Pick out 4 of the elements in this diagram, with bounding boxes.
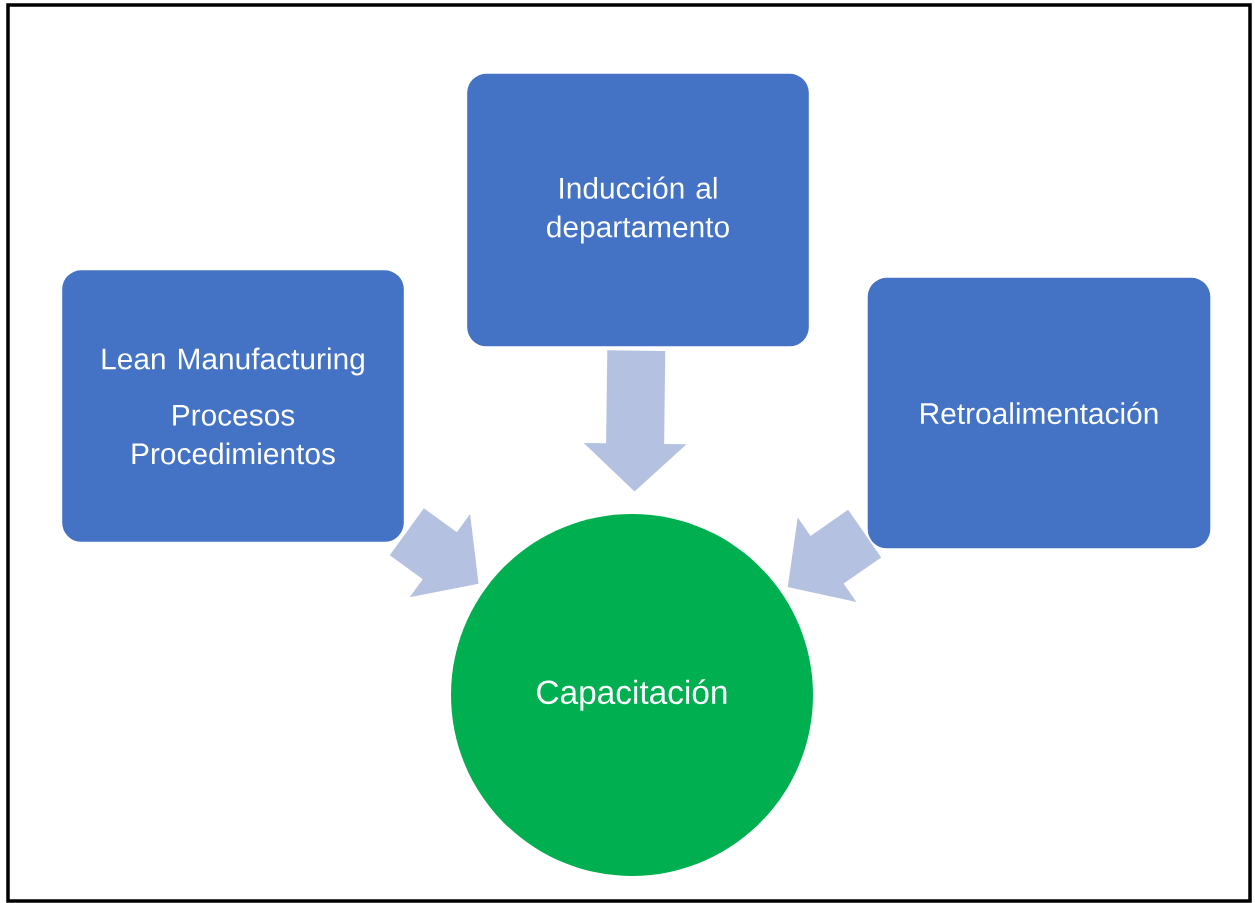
process-box: Inducción al departamento <box>465 72 811 348</box>
process-box: Retroalimentación <box>866 276 1212 550</box>
circle-node: Capacitación <box>451 514 813 876</box>
process-box: Lean Manufacturing Procesos Procedimientos <box>60 268 406 544</box>
